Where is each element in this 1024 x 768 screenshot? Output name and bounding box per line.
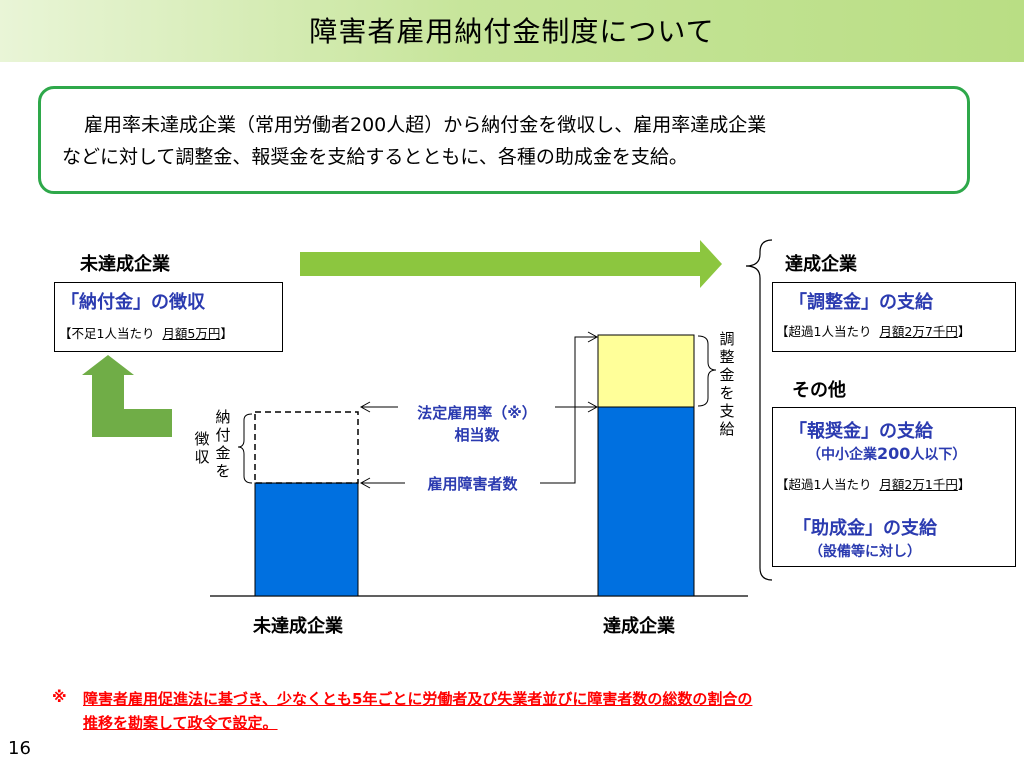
adjustment-detail: 【超過1人当たり 月額2万7千円】 [776, 321, 970, 340]
vchar: 支 [719, 402, 735, 420]
levy-detail: 【不足1人当たり 月額5万円】 [59, 323, 233, 342]
brace-adjustment [697, 335, 717, 407]
statutory-rate-line1: 法定雇用率（※） [417, 404, 537, 422]
vchar: 金 [215, 444, 231, 462]
levy-vertical-label-1: 納 付 金 を [214, 408, 232, 480]
footnote-line-2: 推移を勘案して政令で設定。 [83, 714, 278, 732]
reward-amount: 月額2万1千円 [879, 477, 958, 492]
bar-achieved [597, 406, 695, 597]
subsidy-subtitle: （設備等に対し） [809, 544, 921, 560]
reward-sub-num: 200 [877, 444, 911, 463]
subsidy-title: 「助成金」の支給 [793, 518, 937, 539]
reward-sub-prefix: （中小企業 [807, 447, 877, 463]
levy-vertical-label-2: 徴 収 [193, 430, 211, 466]
levy-box: 「納付金」の徴収 【不足1人当たり 月額5万円】 [54, 282, 283, 352]
arrowhead-left-2 [359, 477, 371, 489]
vchar: 整 [719, 348, 735, 366]
page-title: 障害者雇用納付金制度について [309, 15, 715, 48]
adjustment-detail-prefix: 【超過1人当たり [776, 324, 872, 339]
intro-line-2: などに対して調整金、報奨金を支給するとともに、各種の助成金を支給。 [62, 146, 688, 168]
employed-disabled-label: 雇用障害者数 [427, 475, 518, 493]
reward-detail-suffix: 】 [957, 477, 971, 492]
vchar: 納 [215, 408, 231, 426]
arrowhead-right-1 [587, 401, 599, 413]
adjustment-vertical-label: 調 整 金 を 支 給 [718, 330, 736, 438]
adjustment-title: 「調整金」の支給 [789, 292, 933, 313]
adjustment-box: 「調整金」の支給 【超過1人当たり 月額2万7千円】 [772, 282, 1016, 352]
reward-sub-suffix: 人以下） [910, 447, 967, 463]
vchar: 付 [215, 426, 231, 444]
right-heading: 達成企業 [785, 254, 857, 275]
levy-detail-prefix: 【不足1人当たり [59, 326, 155, 341]
arrowhead-left-1 [359, 401, 371, 413]
elbow-arrow-up [82, 355, 172, 437]
adjustment-amount: 月額2万7千円 [879, 324, 958, 339]
footnote-mark: ※ [52, 688, 67, 706]
vchar: 収 [194, 448, 210, 466]
other-heading: その他 [792, 380, 846, 401]
levy-amount: 月額5万円 [162, 326, 221, 341]
vchar: 徴 [194, 430, 210, 448]
statutory-rate-label: 法定雇用率（※） 相当数 [398, 402, 556, 446]
footnote-line-1: 障害者雇用促進法に基づき、少なくとも5年ごとに労働者及び失業者並びに障害者数の総… [83, 690, 753, 708]
shortfall-dashed-box [254, 411, 359, 484]
employed-connector [540, 336, 596, 484]
vchar: 給 [719, 420, 735, 438]
arrowhead-right-2 [587, 331, 599, 343]
bar-achieved-excess [597, 334, 695, 408]
adjustment-detail-suffix: 】 [957, 324, 971, 339]
vchar: を [215, 462, 231, 480]
vchar: 金 [719, 366, 735, 384]
reward-subtitle: （中小企業200人以下） [807, 444, 966, 464]
other-box: 「報奨金」の支給 （中小企業200人以下） 【超過1人当たり 月額2万1千円】 … [772, 407, 1016, 567]
flow-arrow-right [300, 240, 722, 288]
vchar: を [719, 384, 735, 402]
levy-detail-suffix: 】 [220, 326, 233, 341]
bar-label-achieved: 達成企業 [603, 616, 675, 637]
left-heading: 未達成企業 [80, 254, 170, 275]
bar-label-unachieved: 未達成企業 [253, 616, 343, 637]
brace-achieved-companies [745, 239, 773, 581]
statutory-rate-line2: 相当数 [454, 426, 500, 444]
vchar: 調 [719, 330, 735, 348]
page-number: 16 [8, 738, 31, 759]
bar-unachieved [254, 482, 359, 597]
intro-line-1: 雇用率未達成企業（常用労働者200人超）から納付金を徴収し、雇用率達成企業 [84, 114, 767, 136]
levy-title: 「納付金」の徴収 [61, 292, 205, 313]
reward-title: 「報奨金」の支給 [789, 421, 933, 442]
intro-box [38, 86, 970, 194]
reward-detail-prefix: 【超過1人当たり [776, 477, 872, 492]
title-band [0, 0, 1024, 62]
reward-detail: 【超過1人当たり 月額2万1千円】 [776, 474, 970, 493]
brace-levy [237, 413, 253, 484]
